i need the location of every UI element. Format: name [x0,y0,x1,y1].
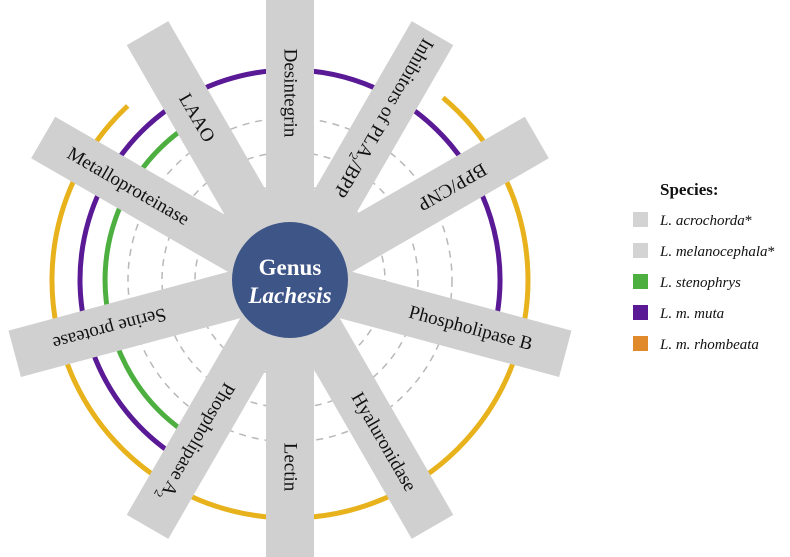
center-title-lachesis: Lachesis [247,283,331,308]
legend-label-4: L. m. rhombeata [659,337,759,353]
spoke-bar-desintegrin [266,0,314,235]
legend-swatch-2 [633,274,648,289]
spoke-desintegrin: Desintegrin [266,0,314,235]
spoke-bar-laao [126,21,289,254]
spoke-bar-serine-protease [8,268,253,377]
center-title-genus: Genus [259,255,322,280]
spoke-lectin: Lectin [266,325,314,557]
spoke-bar-lectin [266,325,314,557]
spoke-bar-hyaluronidase [291,306,454,539]
arc-l-stenophrys-0 [102,114,205,434]
legend-label-1: L. melanocephala* [659,244,775,260]
spoke-bar-phospholipase-a2 [126,306,289,539]
dashed-ring-1 [127,117,453,443]
spoke-bar-metalloproteinase [31,116,264,279]
spoke-bar-bpp-cnp [316,116,549,279]
center-hub: Genus Lachesis [232,222,348,338]
spoke-label-desintegrin: Desintegrin [280,49,301,138]
legend-title: Species: [660,180,719,199]
legend: Species: L. acrochorda* L. melanocephala*… [633,180,775,353]
arc-l-m-muta-2 [77,67,291,459]
legend-label-2: L. stenophrys [659,275,741,291]
legend-label-0: L. acrochorda* [659,213,752,229]
center-circle [232,222,348,338]
legend-swatch-3 [633,305,648,320]
legend-swatch-1 [633,243,648,258]
arc-l-m-muta-1 [289,67,503,317]
legend-swatch-4 [633,336,648,351]
spoke-bar-inhibitors [291,21,454,254]
spoke-bar-phospholipase-b [327,268,572,377]
legend-label-3: L. m. muta [659,306,724,322]
spoke-label-lectin: Lectin [280,443,301,492]
legend-swatch-0 [633,212,648,227]
spoke-laao: LAAO [126,21,289,254]
